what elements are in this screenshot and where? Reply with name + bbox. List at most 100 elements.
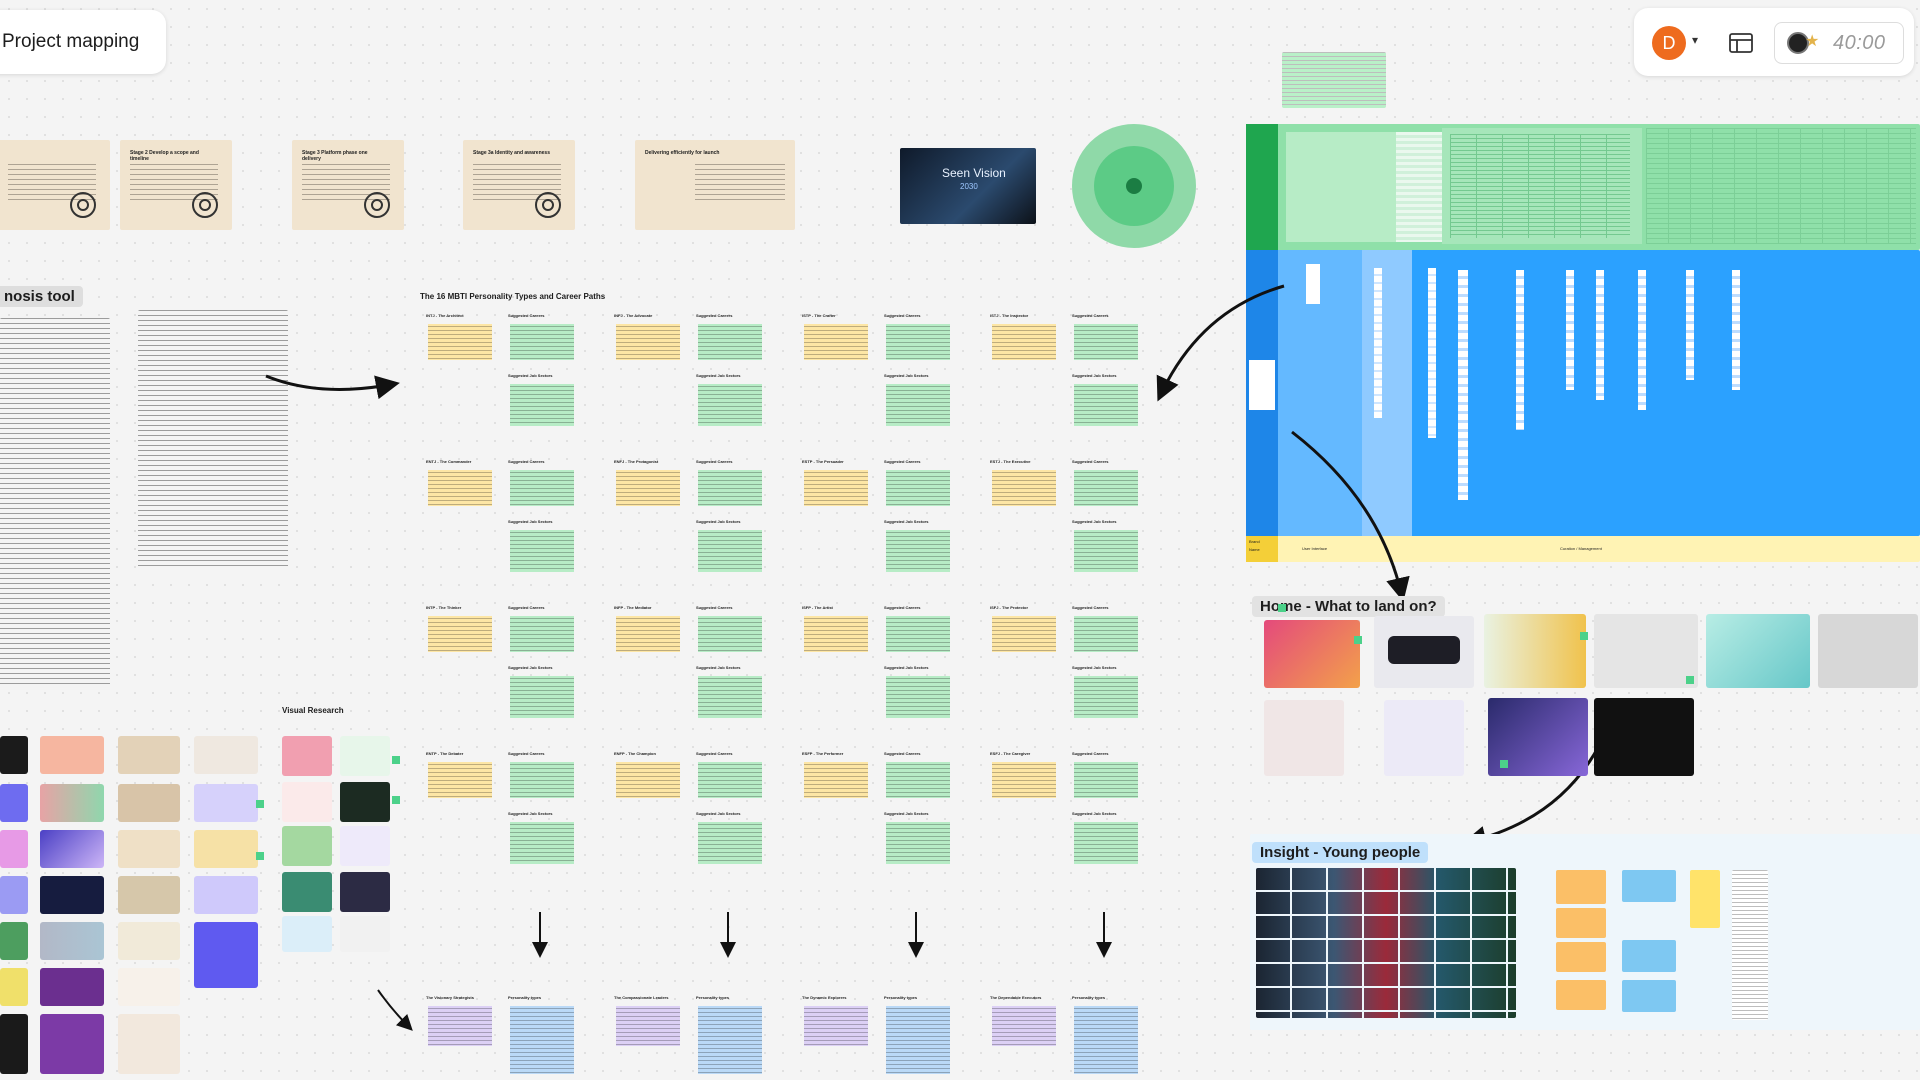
research-thumb[interactable] <box>282 736 332 776</box>
careers-card[interactable]: Suggested Careers <box>1068 748 1144 804</box>
home-reference[interactable] <box>1264 700 1344 776</box>
sectors-card[interactable]: Suggested Job Sectors <box>880 808 956 870</box>
research-thumb[interactable] <box>340 826 390 866</box>
careers-card[interactable]: Suggested Careers <box>880 748 956 804</box>
insight-note[interactable] <box>1622 870 1676 902</box>
sectors-card[interactable]: Suggested Job Sectors <box>692 370 768 432</box>
careers-card[interactable]: Suggested Careers <box>880 602 956 658</box>
sectors-card[interactable]: Suggested Job Sectors <box>1068 370 1144 432</box>
mbti-type-card[interactable]: ENFP - The Champion <box>610 748 686 804</box>
mood-thumb[interactable] <box>40 830 104 868</box>
insight-note[interactable] <box>1556 980 1606 1010</box>
careers-card[interactable]: Suggested Careers <box>504 602 580 658</box>
mood-thumb[interactable] <box>0 922 28 960</box>
home-reference[interactable] <box>1484 614 1586 688</box>
sectors-card[interactable]: Suggested Job Sectors <box>504 808 580 870</box>
insight-note[interactable] <box>1556 908 1606 938</box>
sectors-card[interactable]: Suggested Job Sectors <box>504 370 580 432</box>
sectors-card[interactable]: Suggested Job Sectors <box>692 662 768 724</box>
diagram-blue-band[interactable] <box>1246 250 1920 536</box>
insight-note[interactable] <box>1556 942 1606 972</box>
careers-card[interactable]: Suggested Careers <box>1068 310 1144 366</box>
home-reference[interactable] <box>1706 614 1810 688</box>
mbti-type-card[interactable]: ENTJ - The Commander <box>422 456 498 512</box>
mood-thumb[interactable] <box>118 876 180 914</box>
mbti-type-card[interactable]: ENFJ - The Protagonist <box>610 456 686 512</box>
mbti-intro-doc[interactable] <box>138 310 288 570</box>
insight-image-grid[interactable] <box>1256 868 1516 1018</box>
research-thumb[interactable] <box>340 782 390 822</box>
research-thumb[interactable] <box>282 782 332 822</box>
mbti-type-card[interactable]: INTP - The Thinker <box>422 602 498 658</box>
mood-thumb[interactable] <box>118 830 180 868</box>
section-home-label[interactable]: Home - What to land on? <box>1252 596 1445 617</box>
mood-thumb[interactable] <box>194 784 258 822</box>
sectors-card[interactable]: Suggested Job Sectors <box>1068 662 1144 724</box>
types-card[interactable]: Personality types <box>1068 992 1144 1080</box>
sectors-card[interactable]: Suggested Job Sectors <box>504 662 580 724</box>
mood-thumb[interactable] <box>40 784 104 822</box>
sectors-card[interactable]: Suggested Job Sectors <box>504 516 580 578</box>
careers-card[interactable]: Suggested Careers <box>880 310 956 366</box>
sectors-card[interactable]: Suggested Job Sectors <box>1068 808 1144 870</box>
types-card[interactable]: Personality types <box>504 992 580 1080</box>
insight-note[interactable] <box>1556 870 1606 904</box>
mood-thumb[interactable] <box>40 1014 104 1074</box>
insight-note[interactable] <box>1622 940 1676 972</box>
mood-thumb[interactable] <box>0 830 28 868</box>
research-thumb[interactable] <box>282 826 332 866</box>
stage-card[interactable]: Stage 3 Platform phase one delivery <box>292 140 404 230</box>
section-diagnosis-label[interactable]: nosis tool <box>0 286 83 307</box>
mood-thumb[interactable] <box>0 736 28 774</box>
layout-icon[interactable] <box>1726 28 1756 58</box>
mood-thumb[interactable] <box>118 922 180 960</box>
group-card[interactable]: The Visionary Strategists <box>422 992 498 1052</box>
research-thumb[interactable] <box>282 872 332 912</box>
board-title[interactable]: Project mapping <box>2 31 140 52</box>
mood-thumb[interactable] <box>194 922 258 988</box>
sectors-card[interactable]: Suggested Job Sectors <box>692 516 768 578</box>
insight-note[interactable] <box>1622 980 1676 1012</box>
research-thumb[interactable] <box>282 916 332 952</box>
launch-image[interactable]: Seen Vision 2030 <box>900 148 1036 224</box>
mood-thumb[interactable] <box>118 1014 180 1074</box>
mood-thumb[interactable] <box>194 736 258 774</box>
group-card[interactable]: The Compassionate Leaders <box>610 992 686 1052</box>
careers-card[interactable]: Suggested Careers <box>504 456 580 512</box>
mbti-type-card[interactable]: ISFP - The Artist <box>798 602 874 658</box>
mood-thumb[interactable] <box>194 876 258 914</box>
types-card[interactable]: Personality types <box>880 992 956 1080</box>
careers-card[interactable]: Suggested Careers <box>1068 456 1144 512</box>
notes-doc[interactable] <box>1282 52 1386 108</box>
types-card[interactable]: Personality types <box>692 992 768 1080</box>
mood-thumb[interactable] <box>40 968 104 1006</box>
user-avatar[interactable]: D <box>1652 26 1686 60</box>
mood-thumb[interactable] <box>118 736 180 774</box>
careers-card[interactable]: Suggested Careers <box>504 310 580 366</box>
mood-thumb[interactable] <box>0 1014 28 1074</box>
home-reference[interactable] <box>1384 700 1464 776</box>
mbti-type-card[interactable]: ESTJ - The Executive <box>986 456 1062 512</box>
stage-card[interactable]: Stage 2 Develop a scope and timeline <box>120 140 232 230</box>
careers-card[interactable]: Suggested Careers <box>1068 602 1144 658</box>
insight-note[interactable] <box>1690 870 1720 928</box>
section-insight-label[interactable]: Insight - Young people <box>1252 842 1429 863</box>
group-card[interactable]: The Dependable Executors <box>986 992 1062 1052</box>
home-reference[interactable] <box>1594 614 1698 688</box>
sectors-card[interactable]: Suggested Job Sectors <box>880 370 956 432</box>
mbti-type-card[interactable]: INFP - The Mediator <box>610 602 686 658</box>
mbti-type-card[interactable]: INFJ - The Advocate <box>610 310 686 366</box>
home-reference[interactable] <box>1818 614 1918 688</box>
stage-card[interactable] <box>0 140 110 230</box>
home-reference[interactable] <box>1374 616 1474 688</box>
sectors-card[interactable]: Suggested Job Sectors <box>692 808 768 870</box>
stage-card[interactable]: Stage 3a Identity and awareness <box>463 140 575 230</box>
careers-card[interactable]: Suggested Careers <box>692 748 768 804</box>
careers-card[interactable]: Suggested Careers <box>504 748 580 804</box>
research-thumb[interactable] <box>340 872 390 912</box>
mbti-type-card[interactable]: ISTJ - The Inspector <box>986 310 1062 366</box>
mbti-type-card[interactable]: ESFP - The Performer <box>798 748 874 804</box>
mood-thumb[interactable] <box>40 922 104 960</box>
mbti-type-card[interactable]: INTJ - The Architect <box>422 310 498 366</box>
careers-card[interactable]: Suggested Careers <box>692 456 768 512</box>
